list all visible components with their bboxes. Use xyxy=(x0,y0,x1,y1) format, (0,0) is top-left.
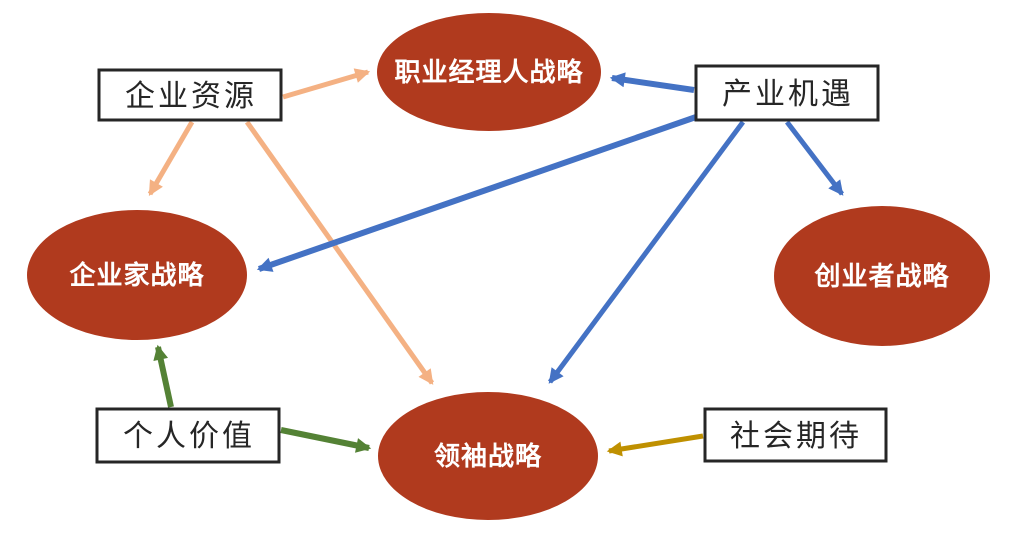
edge-value-to-entrepreneur-strategy xyxy=(153,344,174,408)
entrepreneur-strategy-label: 企业家战略 xyxy=(69,260,204,290)
edge-opportunity-to-founder-strategy xyxy=(785,120,844,196)
edge-opportunity-to-entrepreneur-strategy xyxy=(256,114,697,272)
personal-value-box xyxy=(95,407,281,464)
node-professional-manager-strategy: 职业经理人战略 xyxy=(377,13,601,131)
professional-manager-strategy-label: 职业经理人战略 xyxy=(394,57,583,87)
edge-opportunity-to-manager-strategy xyxy=(609,72,695,93)
personal-value-label: 个人价值 xyxy=(123,420,255,453)
edge-value-to-leader-strategy xyxy=(280,427,372,453)
node-entrepreneur-strategy: 企业家战略 xyxy=(27,210,247,340)
edge-resources-to-manager-strategy xyxy=(282,68,371,100)
leader-strategy-label: 领袖战略 xyxy=(434,441,542,471)
founder-strategy-label: 创业者战略 xyxy=(813,261,949,291)
node-industry-opportunity: 产业机遇 xyxy=(694,64,880,122)
node-personal-value: 个人价值 xyxy=(95,407,281,464)
social-expectation-box xyxy=(703,407,888,463)
edge-expectation-to-leader-strategy xyxy=(606,433,704,457)
rectangle-nodes: 企业资源 产业机遇 个人价值 社会期待 xyxy=(95,64,888,464)
node-social-expectation: 社会期待 xyxy=(703,407,888,463)
ellipse-nodes: 职业经理人战略 企业家战略 创业者战略 领袖战略 xyxy=(27,13,990,520)
enterprise-resources-box xyxy=(97,68,283,122)
edges xyxy=(147,68,844,457)
node-founder-strategy: 创业者战略 xyxy=(774,206,990,346)
node-enterprise-resources: 企业资源 xyxy=(97,68,283,122)
industry-opportunity-label: 产业机遇 xyxy=(722,78,854,111)
node-leader-strategy: 领袖战略 xyxy=(378,392,598,520)
professional-manager-strategy-ellipse xyxy=(377,13,601,131)
edge-resources-to-leader-strategy xyxy=(244,120,435,385)
industry-opportunity-box xyxy=(694,64,880,122)
leader-strategy-ellipse xyxy=(378,392,598,520)
enterprise-resources-label: 企业资源 xyxy=(125,80,257,113)
edge-resources-to-entrepreneur-strategy xyxy=(147,120,195,196)
entrepreneur-strategy-ellipse xyxy=(27,210,247,340)
edge-opportunity-to-leader-strategy xyxy=(547,120,746,384)
social-expectation-label: 社会期待 xyxy=(730,420,862,453)
founder-strategy-ellipse xyxy=(774,206,990,346)
